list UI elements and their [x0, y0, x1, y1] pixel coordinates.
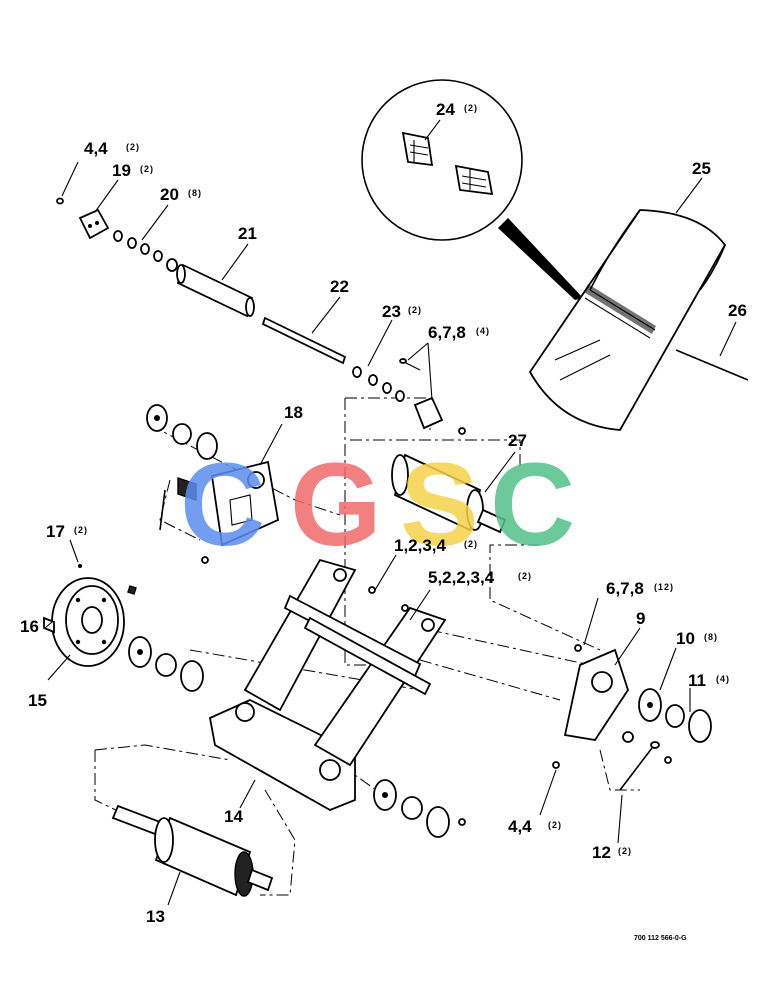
label-17: 17 [46, 522, 65, 541]
top-shaft-assembly [56, 197, 466, 435]
label-26: 26 [728, 301, 747, 320]
label-10: 10 [676, 629, 695, 648]
watermark-letter-g: G [290, 439, 382, 571]
label-25: 25 [692, 159, 711, 178]
right-bearings [622, 688, 712, 743]
callout-labels: 4,4 (2) 19 (2) 20 (8) 21 22 23 (2) 6,7,8… [20, 100, 747, 942]
label-1-2-3-4-qty: (2) [464, 539, 478, 549]
watermark-letter-c1: C [180, 439, 265, 571]
label-23: 23 [382, 302, 401, 321]
label-27: 27 [508, 431, 527, 450]
lower-left-bearings [128, 636, 204, 692]
label-22: 22 [330, 277, 349, 296]
label-13: 13 [146, 907, 165, 926]
label-12: 12 [592, 843, 611, 862]
lower-center-bearings [373, 779, 466, 838]
watermark-letter-s: S [400, 439, 479, 571]
bolt-12 [552, 741, 672, 791]
label-21: 21 [238, 224, 257, 243]
label-19: 19 [112, 161, 131, 180]
label-4-4-lower: 4,4 [508, 817, 532, 836]
label-16: 16 [20, 617, 39, 636]
label-6-7-8-right: 6,7,8 [606, 579, 644, 598]
pulley-15 [43, 564, 137, 667]
label-6-7-8-right-qty: (12) [654, 582, 674, 592]
bracket-9 [563, 644, 629, 741]
label-5-2-2-3-4-qty: (2) [518, 571, 532, 581]
frame-14 [208, 558, 447, 811]
label-4-4: 4,4 [84, 139, 108, 158]
leader-lines [44, 119, 737, 906]
label-11-qty: (4) [716, 674, 730, 684]
label-24-qty: (2) [464, 103, 478, 113]
roller-27 [391, 453, 507, 534]
label-20: 20 [160, 185, 179, 204]
label-6-7-8-top-qty: (4) [476, 326, 490, 336]
roller-13 [111, 804, 274, 897]
label-10-qty: (8) [704, 632, 718, 642]
label-19-qty: (2) [140, 164, 154, 174]
label-5-2-2-3-4: 5,2,2,3,4 [428, 568, 495, 587]
label-18: 18 [284, 403, 303, 422]
label-17-qty: (2) [74, 525, 88, 535]
bracket-18 [210, 460, 280, 547]
label-4-4-lower-qty: (2) [548, 820, 562, 830]
label-9: 9 [636, 609, 645, 628]
rod-26 [675, 349, 749, 381]
label-23-qty: (2) [408, 305, 422, 315]
label-24: 24 [436, 100, 455, 119]
label-4-4-qty: (2) [126, 142, 140, 152]
label-11: 11 [688, 671, 706, 690]
label-14: 14 [224, 807, 243, 826]
watermark-logo: C G S C [180, 439, 575, 571]
label-20-qty: (8) [188, 188, 202, 198]
drawing-code: 700 112 566-0-G [634, 935, 687, 942]
label-15: 15 [28, 691, 47, 710]
watermark-letter-c2: C [490, 439, 575, 571]
label-1-2-3-4: 1,2,3,4 [394, 536, 447, 555]
label-12-qty: (2) [618, 846, 632, 856]
label-6-7-8-top: 6,7,8 [428, 323, 466, 342]
detail-callout-24 [361, 79, 583, 300]
upper-left-bearings [146, 404, 218, 564]
belt-25 [528, 209, 727, 431]
